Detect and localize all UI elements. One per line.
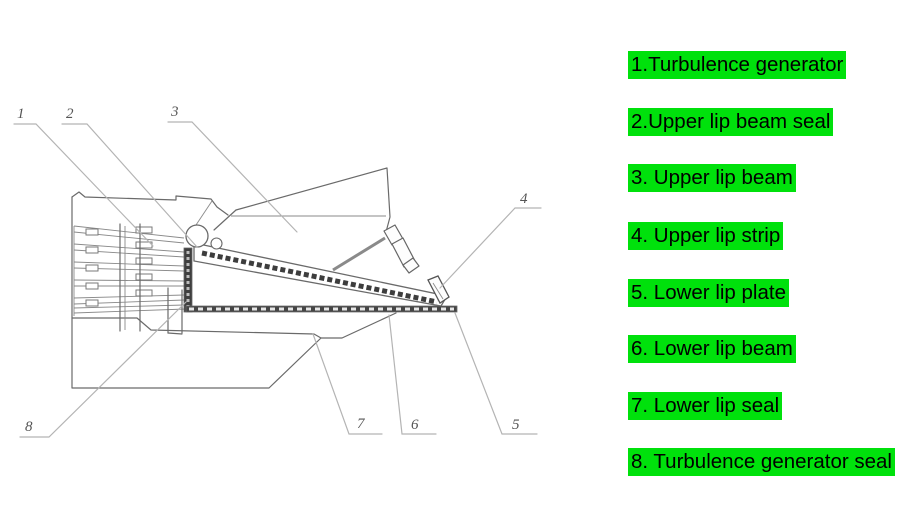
- legend-item-7-text: 7. Lower lip seal: [628, 392, 783, 420]
- legend-item-5-text: 5. Lower lip plate: [628, 279, 789, 307]
- svg-text:2: 2: [66, 106, 74, 122]
- legend-item-8: 8. Turbulence generator seal: [628, 448, 895, 476]
- adjustment-bracket: [383, 224, 420, 274]
- legend-item-4-text: 4. Upper lip strip: [628, 222, 784, 250]
- legend-item-3-text: 3. Upper lip beam: [628, 164, 796, 192]
- svg-text:1: 1: [17, 106, 25, 122]
- legend-item-7: 7. Lower lip seal: [628, 392, 783, 420]
- callout-5: 5: [454, 312, 538, 435]
- legend-item-5: 5. Lower lip plate: [628, 279, 789, 307]
- legend-item-1-text: 1.Turbulence generator: [628, 51, 847, 79]
- adjustment-strut: [332, 236, 386, 272]
- lower-lip-plate: [185, 305, 458, 313]
- callout-1: 1: [13, 106, 154, 247]
- upper-lip-strip: [427, 275, 450, 304]
- callouts: 1 2 3 4 5 6 7: [13, 104, 542, 438]
- svg-text:3: 3: [170, 104, 179, 120]
- legend-item-2-text: 2.Upper lip beam seal: [628, 108, 834, 136]
- callout-7: 7: [312, 333, 383, 435]
- svg-text:4: 4: [520, 191, 528, 207]
- svg-text:6: 6: [411, 417, 419, 433]
- svg-text:8: 8: [25, 419, 33, 435]
- svg-text:5: 5: [512, 417, 520, 433]
- callout-8: 8: [19, 301, 187, 438]
- legend-item-4: 4. Upper lip strip: [628, 222, 784, 250]
- svg-text:7: 7: [357, 416, 366, 432]
- turbulence-generator-tubes: [73, 223, 185, 335]
- callout-2: 2: [61, 106, 198, 248]
- legend-item-2: 2.Upper lip beam seal: [628, 108, 834, 136]
- legend-item-6-text: 6. Lower lip beam: [628, 335, 796, 363]
- legend: 1.Turbulence generator 2.Upper lip beam …: [628, 0, 917, 519]
- technical-drawing: 1 2 3 4 5 6 7: [13, 104, 542, 438]
- pivot-nose: [185, 224, 209, 248]
- housing-outline: [71, 191, 397, 389]
- legend-item-6: 6. Lower lip beam: [628, 335, 796, 363]
- legend-item-3: 3. Upper lip beam: [628, 164, 796, 192]
- legend-item-8-text: 8. Turbulence generator seal: [628, 448, 895, 476]
- callout-4: 4: [439, 191, 542, 289]
- callout-3: 3: [167, 104, 298, 233]
- callout-6: 6: [388, 314, 437, 435]
- legend-item-1: 1.Turbulence generator: [628, 51, 847, 79]
